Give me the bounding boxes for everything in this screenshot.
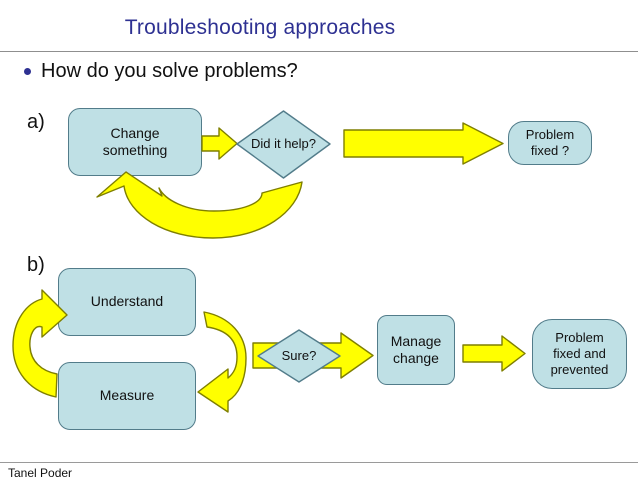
measure-box: Measure	[58, 362, 196, 430]
footer-author: Tanel Poder	[8, 466, 73, 480]
change-something-box: Change something	[68, 108, 202, 176]
sure-label: Sure?	[281, 348, 317, 363]
bullet-icon	[24, 68, 31, 75]
title-divider	[0, 51, 638, 52]
footer-divider	[0, 462, 638, 463]
loop-back-arrow-icon	[96, 171, 303, 239]
arrow-right-icon	[462, 335, 526, 372]
cycle-arrow-right-icon	[197, 311, 247, 413]
bullet-line: How do you solve problems?	[22, 60, 298, 83]
slide-title: Troubleshooting approaches	[124, 16, 396, 39]
bullet-text: How do you solve problems?	[41, 60, 298, 82]
did-it-help-label: Did it help?	[250, 136, 317, 151]
arrow-right-icon	[201, 127, 238, 160]
arrow-right-icon	[343, 122, 504, 165]
manage-change-box: Manage change	[377, 315, 455, 385]
understand-box: Understand	[58, 268, 196, 336]
problem-fixed-box: Problem fixed ?	[508, 121, 592, 165]
flow-a-label: a)	[27, 111, 45, 133]
problem-fixed-prevented-box: Problem fixed and prevented	[532, 319, 627, 389]
flow-b-label: b)	[27, 254, 45, 276]
